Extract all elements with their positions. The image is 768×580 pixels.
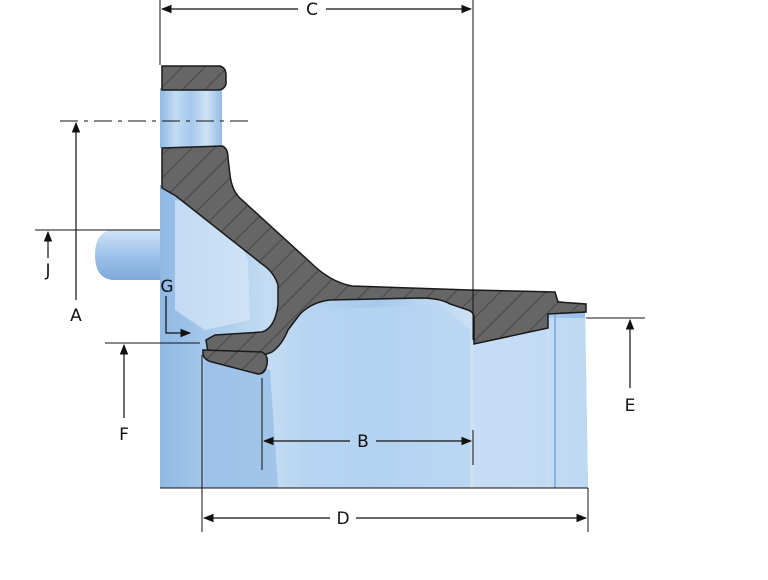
label-J: J (44, 261, 50, 281)
label-D: D (336, 509, 349, 529)
right-end (475, 318, 588, 488)
label-A: A (70, 306, 82, 326)
cross-section (161, 65, 587, 375)
label-E: E (625, 396, 636, 416)
inner-rim (205, 355, 278, 488)
left-flange-body (160, 88, 222, 148)
top-flange-section (161, 65, 227, 91)
dim-G-leader (165, 296, 192, 338)
dimension-arrows (43, 4, 635, 523)
extension-lines (35, 0, 645, 532)
pilot-stub (95, 230, 160, 280)
dimension-labels: C A J G F E B D (44, 0, 635, 529)
label-G: G (160, 277, 173, 297)
label-C: C (306, 0, 318, 20)
lip-section (202, 349, 269, 375)
bore-shade (300, 305, 470, 488)
label-F: F (119, 425, 129, 445)
label-B: B (357, 432, 369, 452)
main-wall-section (161, 145, 587, 357)
